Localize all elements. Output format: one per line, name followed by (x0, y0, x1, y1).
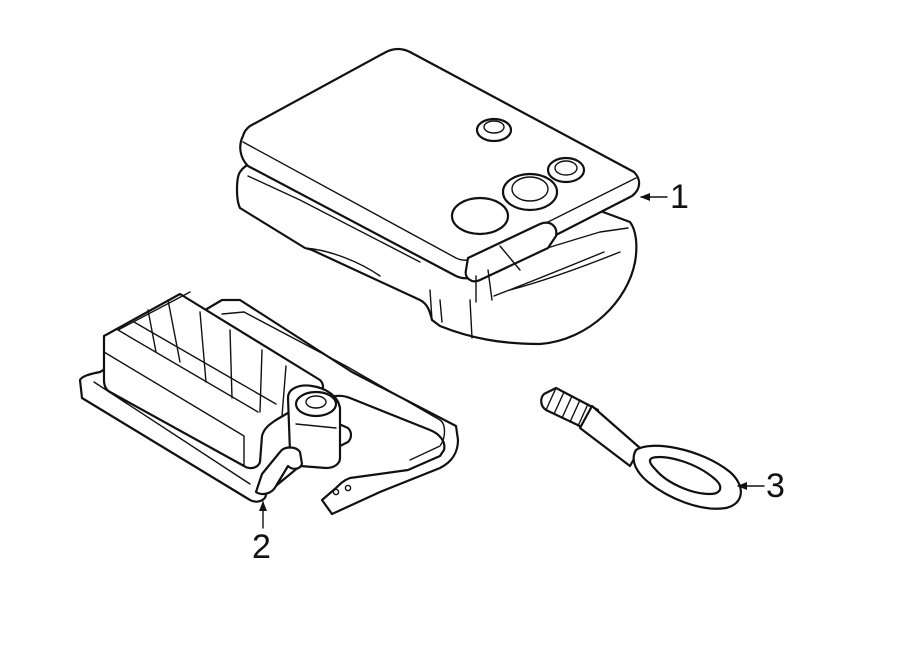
callout-2: 2 (252, 501, 271, 566)
callout-3: 3 (737, 467, 785, 505)
part-2-sealant-bottle (78, 291, 460, 516)
part-3-tow-hook (540, 386, 742, 510)
callout-3-label: 3 (766, 467, 785, 505)
callout-2-label: 2 (252, 528, 271, 566)
callout-1: 1 (640, 178, 689, 216)
part-1-compressor-case (235, 47, 641, 346)
callout-1-label: 1 (670, 178, 689, 216)
